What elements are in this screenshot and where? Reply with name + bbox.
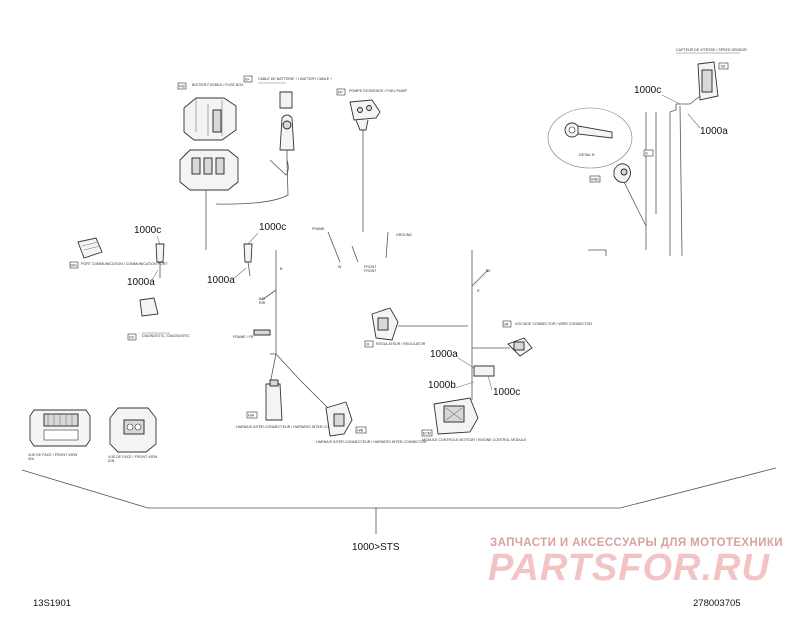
svg-text:FRONT: FRONT	[364, 265, 377, 269]
battery-cable-group: B+ CABLE DE BATTERIE + / BATTERY CABLE +	[215, 75, 332, 205]
svg-text:R: R	[477, 289, 480, 293]
fuse-box-cover	[183, 97, 237, 141]
svg-text:SS: SS	[721, 65, 726, 69]
svg-text:B/R: B/R	[259, 297, 265, 301]
svg-text:R: R	[367, 343, 370, 347]
comm-port-label: PORT COMMUNICATION / COMMUNICATION PORT	[81, 262, 168, 266]
fuse-box-group: F/B BOITIER FUSIBLE / FUSE BOX	[177, 82, 244, 250]
svg-text:FRAME: FRAME	[312, 227, 325, 231]
fuel-pump-label: POMPE D'ESSENCE / FUEL PUMP	[349, 89, 407, 93]
view-b-label: VUE DE FACE / FRONT VIEW	[108, 455, 158, 459]
ref-1000c-mid: 1000c	[259, 222, 286, 233]
drawing-code-right: 278003705	[693, 598, 741, 609]
harness-center: 1000c 1000a FRAME / FR B B/R R/B H/A HAR…	[207, 222, 427, 444]
battery-cable-label: CABLE DE BATTERIE + / BATTERY CABLE +	[258, 77, 332, 81]
fuel-pump-group: FP POMPE D'ESSENCE / FUEL PUMP	[336, 88, 407, 232]
assembly-bracket: 1000>STS	[21, 467, 777, 553]
svg-text:DIG: DIG	[71, 264, 78, 268]
connector-view-b: VUE DE FACE / FRONT VIEW IGN	[108, 407, 158, 463]
ecm-label: MODULE CONTROLE MOTEUR / ENGINE CONTROL …	[422, 438, 527, 442]
svg-text:BK: BK	[486, 269, 491, 273]
watermark: ЗАПЧАСТИ И АКСЕССУАРЫ ДЛЯ МОТОТЕХНИКИ PA…	[488, 537, 783, 589]
ref-1000-sts: 1000>STS	[352, 542, 400, 553]
svg-text:FP: FP	[338, 91, 343, 95]
fuse-box-label: BOITIER FUSIBLE / FUSE BOX	[192, 83, 244, 87]
ref-1000c-left: 1000c	[134, 225, 161, 236]
svg-text:FRAME / FR: FRAME / FR	[233, 335, 254, 339]
svg-text:H/A: H/A	[248, 414, 255, 418]
ref-1000a-left: 1000a	[127, 277, 155, 288]
svg-text:G: G	[645, 152, 648, 156]
regulator-label: REGULATEUR / REGULATOR	[376, 342, 426, 346]
comm-port-group: DIG PORT COMMUNICATION / COMMUNICATION P…	[69, 225, 190, 341]
ref-1000c-top-right: 1000c	[634, 85, 661, 96]
svg-text:H/B: H/B	[357, 429, 364, 433]
harness-b-label: HARNAIS INTER-CONNECTEUR / HARNESS INTER…	[316, 440, 427, 444]
ref-1000c-right: 1000c	[493, 387, 520, 398]
svg-text:R/B: R/B	[259, 301, 266, 305]
drawing-code-left: 13S1901	[33, 598, 71, 609]
voltage-connector-label: VOLTAGE CONNECTOR / WIRE CONNECTOR	[515, 322, 592, 326]
svg-text:FRONT: FRONT	[364, 269, 377, 273]
svg-text:GROUND: GROUND	[396, 233, 412, 237]
watermark-brand: PARTSFOR.RU	[488, 547, 770, 589]
view-a-label: VUE DE FACE / FRONT VIEW	[28, 453, 78, 457]
harness-a-label: HARNAIS INTER-CONNECTEUR / HARNESS INTER…	[236, 425, 347, 429]
speed-sensor-group: CAPTEUR DE VITESSE / SPEED SENSOR SS 100…	[547, 48, 747, 257]
connector-view-a: VUE DE FACE / FRONT VIEW SDI	[28, 409, 91, 461]
harness-a-connector	[265, 383, 283, 421]
svg-text:IGN: IGN	[108, 459, 115, 463]
right-harness: BK R R REGULATEUR / REGULATOR VR VOLTAGE…	[364, 250, 592, 442]
svg-text:B+: B+	[245, 78, 250, 82]
svg-text:B: B	[280, 267, 283, 271]
svg-text:VR: VR	[504, 323, 509, 327]
ref-1000a-top-right: 1000a	[700, 126, 728, 137]
watermark-tagline: ЗАПЧАСТИ И АКСЕССУАРЫ ДЛЯ МОТОТЕХНИКИ	[490, 537, 783, 549]
svg-text:SDI: SDI	[28, 457, 34, 461]
detail-callout	[547, 107, 633, 169]
svg-text:GND: GND	[591, 178, 599, 182]
detail-label: DETAIL B	[579, 153, 595, 157]
ref-1000a-right: 1000a	[430, 349, 458, 360]
svg-text:DC: DC	[129, 336, 135, 340]
speed-sensor-label: CAPTEUR DE VITESSE / SPEED SENSOR	[676, 48, 747, 52]
diagnostic-label: DIAGNOSTIC / DIAGNOSTIC	[142, 334, 190, 338]
svg-text:W: W	[338, 265, 342, 269]
svg-text:F/B: F/B	[179, 85, 185, 89]
ref-1000a-mid: 1000a	[207, 275, 235, 286]
fuel-pump-wiring: FRAME GROUND W FRONT FRONT	[312, 227, 412, 273]
svg-text:ECM: ECM	[423, 432, 431, 436]
ref-1000b-right: 1000b	[428, 380, 456, 391]
